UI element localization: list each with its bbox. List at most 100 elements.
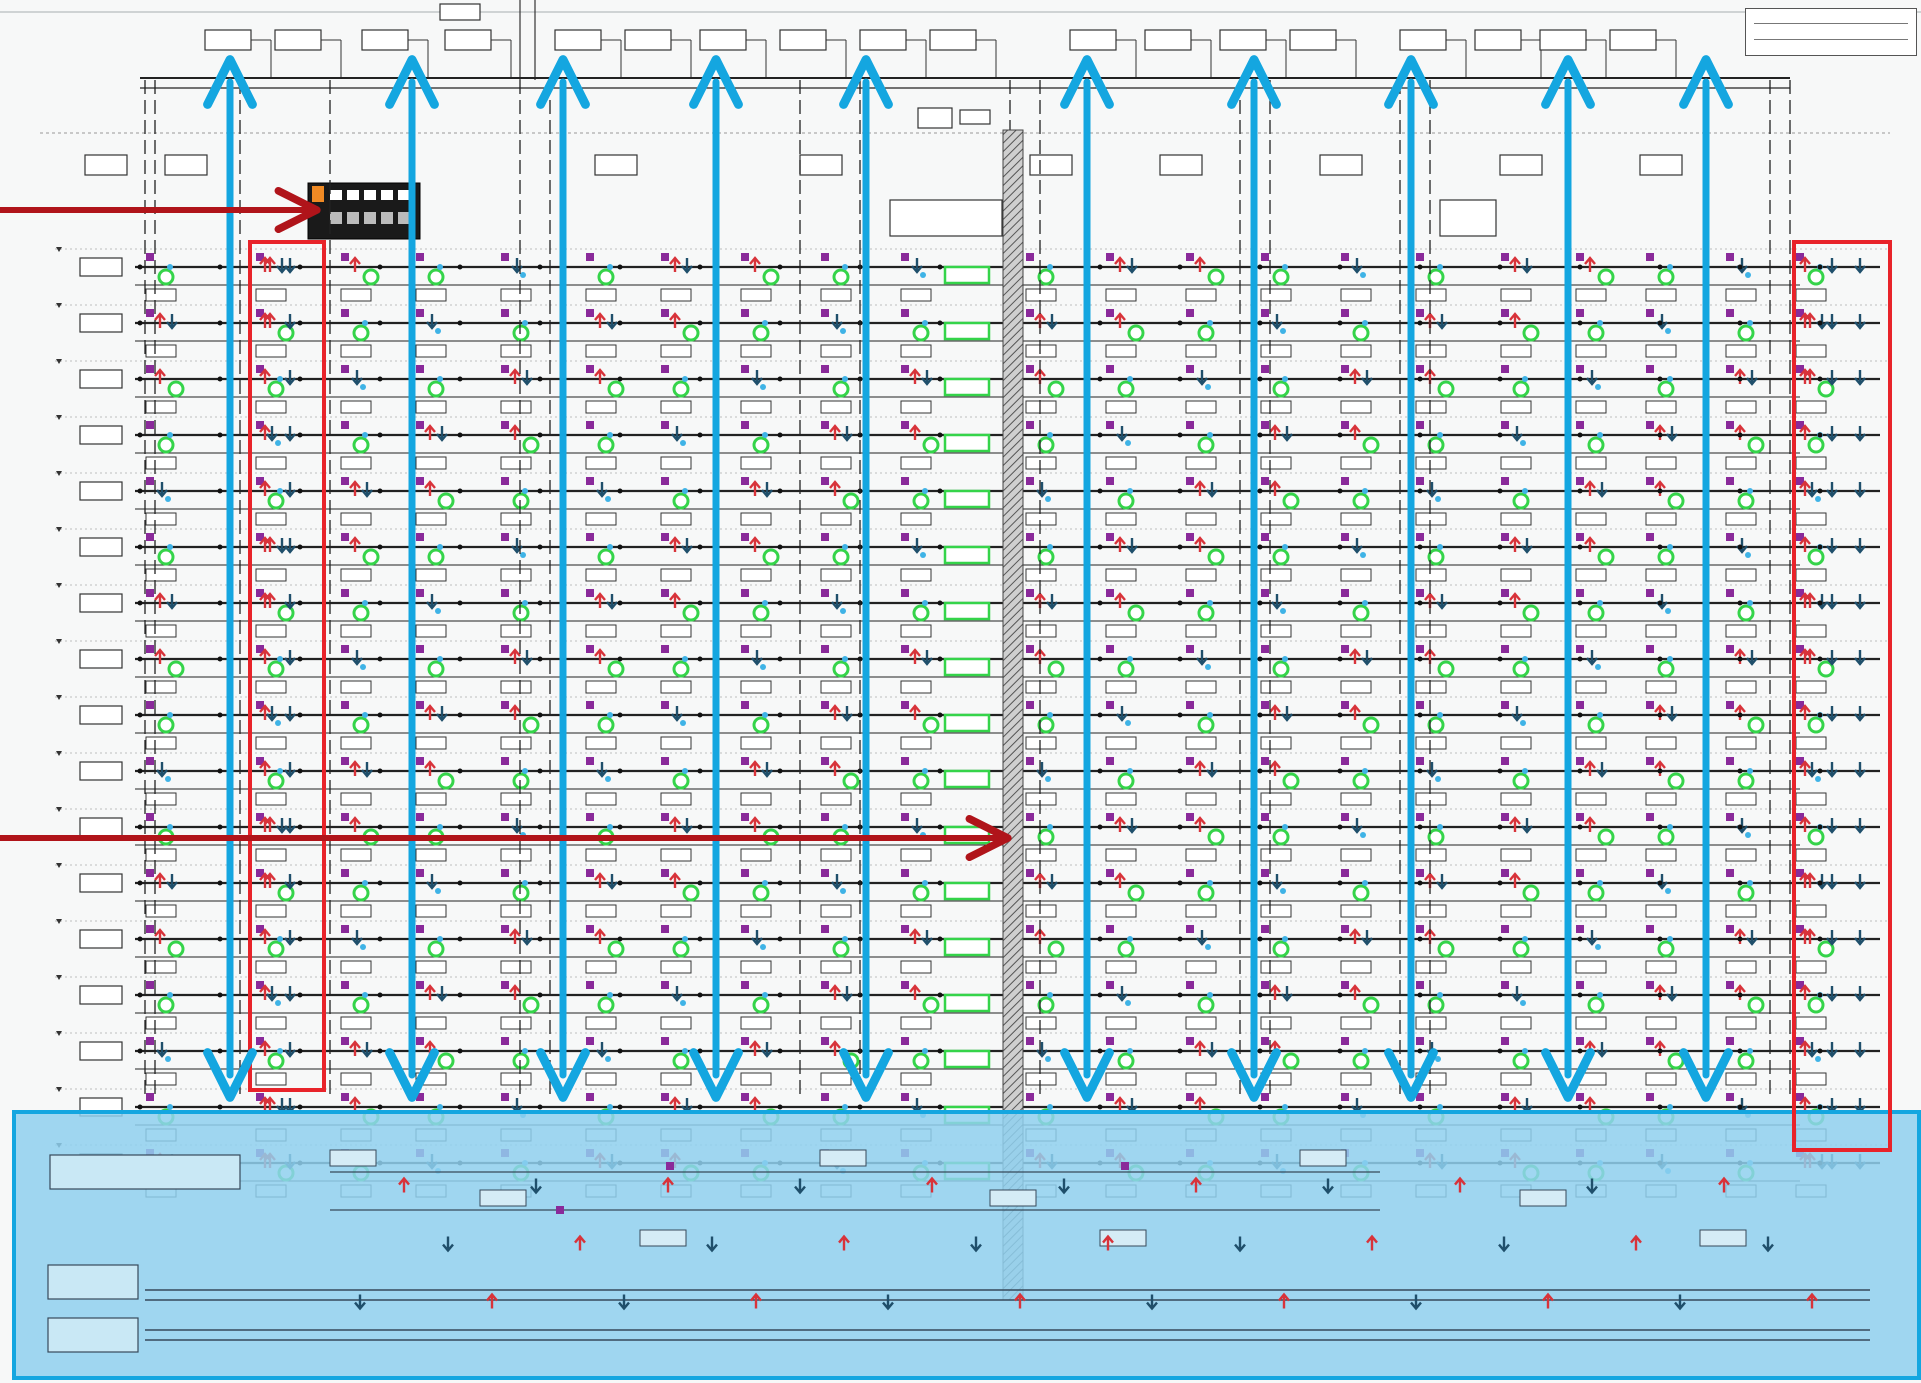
return-terminal [882, 1294, 894, 1311]
pipe-junction [1337, 824, 1343, 830]
return-terminal [1854, 762, 1866, 778]
pipe-junction [297, 712, 303, 718]
control-valve [1416, 813, 1424, 821]
unit-box [585, 512, 617, 526]
control-panel-slot [364, 190, 376, 200]
control-valve [256, 309, 264, 317]
control-valve [1186, 533, 1194, 541]
return-terminal [1521, 1098, 1533, 1114]
return-terminal [1586, 370, 1598, 386]
sensor-symbol [607, 992, 613, 998]
return-terminal [1511, 986, 1523, 1002]
pump-symbol [1117, 940, 1135, 958]
control-valve [1576, 1037, 1584, 1045]
return-terminal [831, 874, 843, 890]
control-valve [1726, 589, 1734, 597]
unit-box [1185, 792, 1217, 806]
pipe-junction [937, 1104, 943, 1110]
green-unit-box [943, 601, 991, 621]
sensor-symbol [605, 496, 611, 502]
center-pump-group [889, 199, 1003, 237]
unit-box [1795, 400, 1827, 414]
unit-box [660, 1016, 692, 1030]
pipe-junction [1257, 992, 1263, 998]
return-terminal [1806, 482, 1818, 498]
pipe-junction [537, 1048, 543, 1054]
unit-box [1415, 344, 1447, 358]
floor-box [79, 1041, 123, 1061]
pipe-junction [937, 1048, 943, 1054]
pipe-junction [217, 936, 223, 942]
return-terminal [166, 594, 178, 610]
unit-box [145, 512, 177, 526]
pipe-junction [1657, 656, 1663, 662]
sensor-symbol [362, 712, 368, 718]
control-valve [821, 869, 829, 877]
supply-terminal [1630, 1234, 1642, 1251]
pipe-junction [297, 880, 303, 886]
supply-terminal [926, 1176, 938, 1193]
control-valve [1646, 309, 1654, 317]
pipe-junction [1097, 656, 1103, 662]
return-terminal [1826, 706, 1838, 722]
sensor-symbol [1747, 320, 1753, 326]
pipe-junction [1577, 320, 1583, 326]
return-terminal [276, 258, 288, 274]
unit-box [660, 792, 692, 806]
pipe-junction [1417, 1104, 1423, 1110]
control-valve [146, 1093, 154, 1101]
control-valve [661, 981, 669, 989]
control-valve [1026, 869, 1034, 877]
sensor-symbol [842, 656, 848, 662]
pump-symbol [1747, 436, 1765, 454]
pipe-junction [537, 824, 543, 830]
return-terminal [1806, 1042, 1818, 1058]
pipe-junction [1657, 544, 1663, 550]
pipe-junction [937, 880, 943, 886]
unit-box [500, 1016, 532, 1030]
return-terminal [751, 370, 763, 386]
return-terminal [1596, 762, 1608, 778]
control-valve [1186, 477, 1194, 485]
sensor-symbol [1597, 992, 1603, 998]
supply-terminal [259, 424, 271, 440]
pipe-junction [1657, 432, 1663, 438]
return-terminal [911, 818, 923, 834]
return-terminal [1146, 1294, 1158, 1311]
pipe-junction [777, 936, 783, 942]
control-valve [146, 701, 154, 709]
pipe-junction [457, 1048, 463, 1054]
return-terminal [361, 1042, 373, 1058]
sensor-symbol [277, 1048, 283, 1054]
return-terminal [681, 1098, 693, 1114]
sensor-symbol [360, 664, 366, 670]
pipe-junction [1577, 600, 1583, 606]
pump-symbol [1437, 380, 1455, 398]
return-terminal [354, 1294, 366, 1311]
unit-box [1575, 960, 1607, 974]
pipe-junction [697, 992, 703, 998]
pipe-junction [1577, 656, 1583, 662]
return-terminal [1511, 706, 1523, 722]
supply-terminal [594, 368, 606, 384]
unit-box [900, 736, 932, 750]
pipe-junction [1417, 1048, 1423, 1054]
return-terminal [156, 762, 168, 778]
unit-box [1340, 848, 1372, 862]
unit-box [1260, 848, 1292, 862]
pump-symbol [1352, 604, 1370, 622]
unit-box [1725, 1016, 1757, 1030]
control-valve [821, 645, 829, 653]
unit-box [1725, 848, 1757, 862]
pipe-junction [1817, 1104, 1823, 1110]
sensor-symbol [1282, 376, 1288, 382]
control-valve [1341, 421, 1349, 429]
control-valve [1796, 869, 1804, 877]
return-terminal [1036, 1042, 1048, 1058]
pipe-junction [1417, 320, 1423, 326]
pipe-junction [697, 376, 703, 382]
pump-symbol [1657, 548, 1675, 566]
return-terminal [284, 986, 296, 1002]
pipe-junction [217, 488, 223, 494]
control-valve [1106, 365, 1114, 373]
